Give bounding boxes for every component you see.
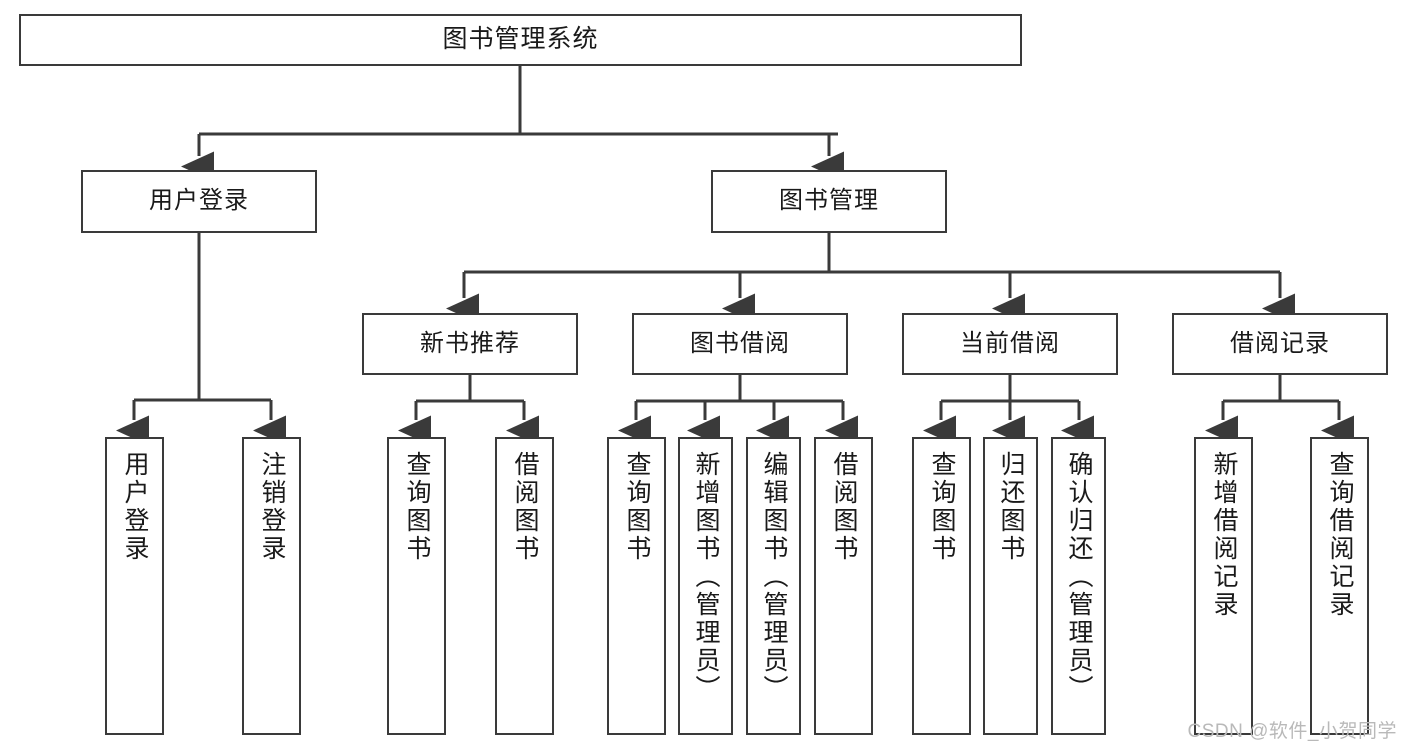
node-label: 当前借阅 bbox=[960, 329, 1060, 357]
node-label: 用户登录 bbox=[149, 187, 249, 215]
node-label: 图书管理 bbox=[779, 187, 879, 215]
node-label: 新增图书（管理员） bbox=[692, 451, 720, 703]
node-book-borrow[interactable]: 图书借阅 bbox=[632, 313, 848, 375]
node-label: 确认归还（管理员） bbox=[1065, 451, 1093, 703]
node-label: 图书管理系统 bbox=[442, 25, 599, 54]
node-leaf-query-record[interactable]: 查询借阅记录 bbox=[1310, 437, 1369, 735]
node-leaf-confirm-return[interactable]: 确认归还（管理员） bbox=[1051, 437, 1106, 735]
node-label: 新书推荐 bbox=[420, 329, 520, 357]
node-label: 新增借阅记录 bbox=[1210, 451, 1238, 619]
node-leaf-query-book-2[interactable]: 查询图书 bbox=[607, 437, 666, 735]
node-label: 借阅图书 bbox=[830, 451, 858, 563]
node-label: 注销登录 bbox=[258, 451, 286, 563]
node-root-book-management-system[interactable]: 图书管理系统 bbox=[19, 14, 1022, 66]
node-label: 图书借阅 bbox=[690, 329, 790, 357]
node-current-borrow[interactable]: 当前借阅 bbox=[902, 313, 1118, 375]
node-leaf-user-login[interactable]: 用户登录 bbox=[105, 437, 164, 735]
node-label: 归还图书 bbox=[997, 451, 1025, 563]
node-leaf-logout-login[interactable]: 注销登录 bbox=[242, 437, 301, 735]
node-label: 查询借阅记录 bbox=[1326, 451, 1354, 619]
node-label: 用户登录 bbox=[121, 451, 149, 563]
node-new-book-recommend[interactable]: 新书推荐 bbox=[362, 313, 578, 375]
node-label: 借阅记录 bbox=[1230, 329, 1330, 357]
node-leaf-add-book[interactable]: 新增图书（管理员） bbox=[678, 437, 733, 735]
node-label: 借阅图书 bbox=[511, 451, 539, 563]
node-label: 查询图书 bbox=[928, 451, 956, 563]
node-label: 编辑图书（管理员） bbox=[760, 451, 788, 703]
node-leaf-edit-book[interactable]: 编辑图书（管理员） bbox=[746, 437, 801, 735]
node-leaf-add-record[interactable]: 新增借阅记录 bbox=[1194, 437, 1253, 735]
node-leaf-query-book-1[interactable]: 查询图书 bbox=[387, 437, 446, 735]
csdn-watermark: CSDN @软件_小贺同学 bbox=[1187, 721, 1397, 742]
node-label: 查询图书 bbox=[623, 451, 651, 563]
node-leaf-borrow-book-1[interactable]: 借阅图书 bbox=[495, 437, 554, 735]
node-label: 查询图书 bbox=[403, 451, 431, 563]
node-user-login[interactable]: 用户登录 bbox=[81, 170, 317, 233]
node-leaf-borrow-book-2[interactable]: 借阅图书 bbox=[814, 437, 873, 735]
node-borrow-record[interactable]: 借阅记录 bbox=[1172, 313, 1388, 375]
node-book-management[interactable]: 图书管理 bbox=[711, 170, 947, 233]
node-leaf-query-book-3[interactable]: 查询图书 bbox=[912, 437, 971, 735]
node-leaf-return-book[interactable]: 归还图书 bbox=[983, 437, 1038, 735]
